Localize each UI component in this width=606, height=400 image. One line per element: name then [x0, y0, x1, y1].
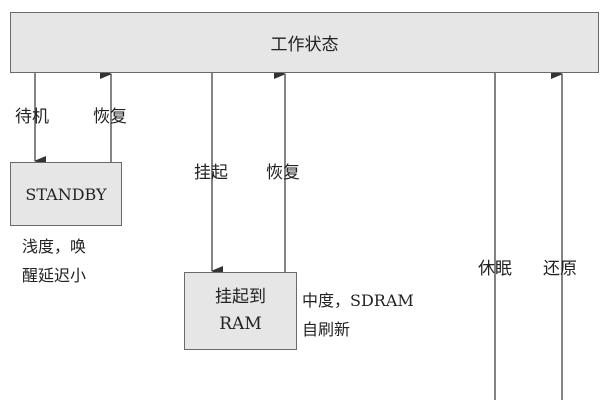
- transition-resume-suspend-label: 恢复: [266, 163, 300, 183]
- transition-standby-label: 待机: [15, 107, 49, 127]
- suspend-to-ram-state-box: 挂起到 RAM: [184, 272, 297, 350]
- standby-note-line1: 浅度，唤: [22, 237, 87, 256]
- ram-note-line2: 自刷新: [302, 320, 351, 339]
- working-state-box: 工作状态: [10, 12, 599, 73]
- standby-state-box: STANDBY: [10, 162, 122, 226]
- standby-state-label: STANDBY: [25, 184, 107, 204]
- transition-suspend-label: 挂起: [194, 163, 228, 183]
- transition-resume-standby-label: 恢复: [93, 107, 127, 127]
- suspend-to-ram-label-line1: 挂起到: [215, 287, 266, 307]
- transition-restore-label: 还原: [543, 259, 577, 279]
- transition-hibernate-label: 休眠: [478, 259, 512, 279]
- ram-note: 中度，SDRAM 自刷新: [302, 286, 414, 344]
- ram-note-line1: 中度，SDRAM: [302, 291, 414, 310]
- standby-note-line2: 醒延迟小: [22, 266, 87, 285]
- suspend-to-ram-label-line2: RAM: [219, 314, 262, 334]
- standby-note: 浅度，唤 醒延迟小: [22, 232, 86, 290]
- working-state-label: 工作状态: [270, 35, 339, 55]
